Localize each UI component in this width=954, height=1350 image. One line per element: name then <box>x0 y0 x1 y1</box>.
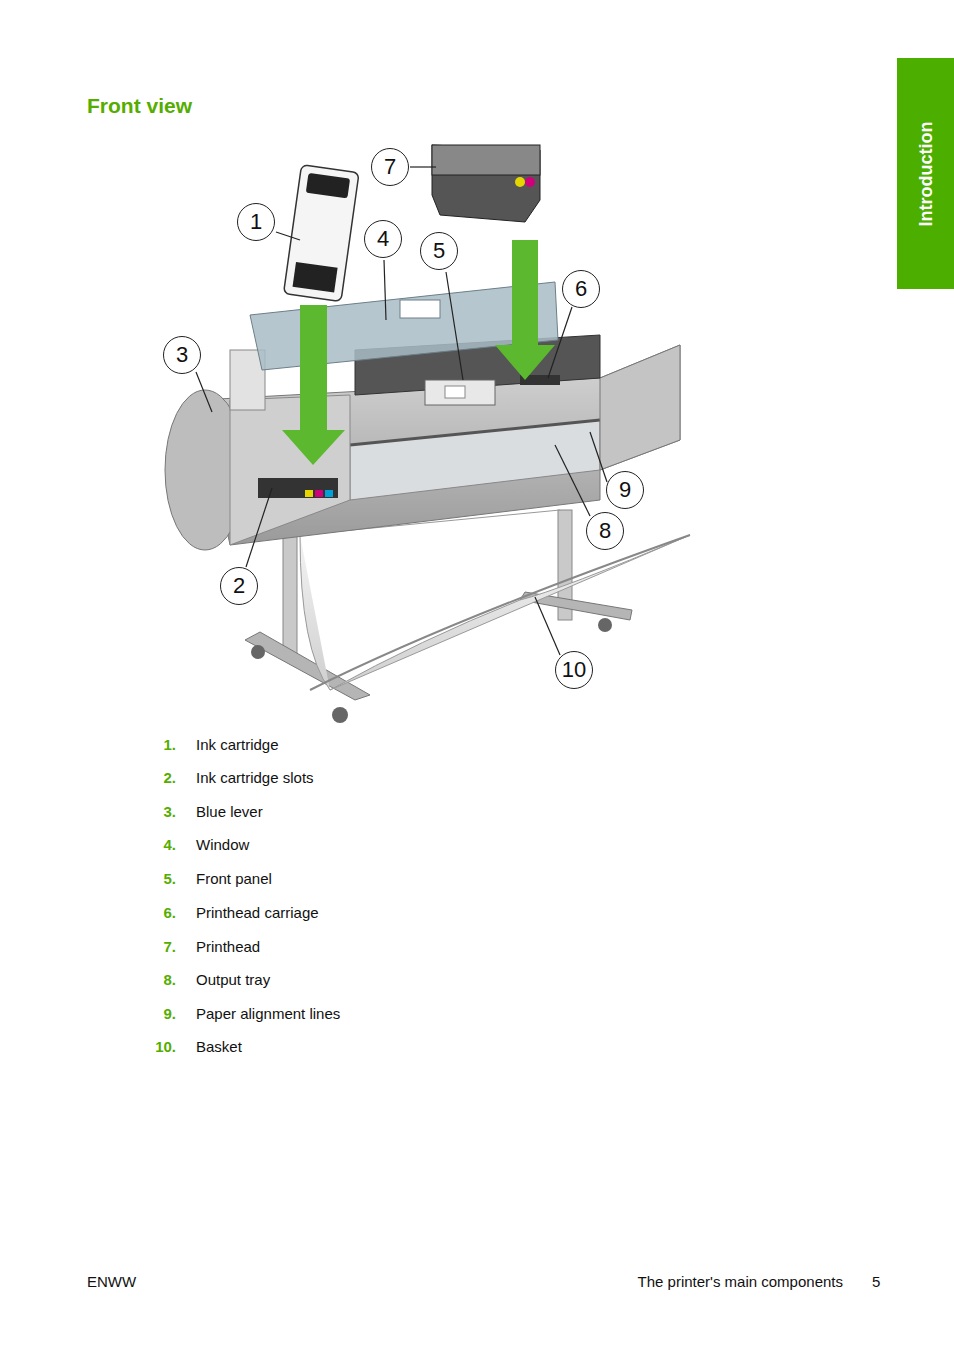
section-tab: Introduction <box>897 58 954 289</box>
part-name: Paper alignment lines <box>196 1005 340 1022</box>
callout-number: 8 <box>586 512 624 550</box>
page-title: Front view <box>87 94 192 118</box>
list-number: 2. <box>120 769 176 786</box>
callout-text: 8 <box>599 518 611 544</box>
part-name: Printhead <box>196 938 260 955</box>
footer-chapter: The printer's main components <box>638 1273 843 1290</box>
list-number: 6. <box>120 904 176 921</box>
callout-text: 2 <box>233 573 245 599</box>
tab-text: Introduction <box>915 121 936 226</box>
insert-arrow <box>282 305 345 465</box>
list-number: 9. <box>120 1005 176 1022</box>
callout-text: 10 <box>562 657 586 683</box>
callout-text: 9 <box>619 477 631 503</box>
part-name: Output tray <box>196 971 270 988</box>
callout-text: 6 <box>575 276 587 302</box>
footer-code: ENWW <box>87 1273 136 1290</box>
part-name: Printhead carriage <box>196 904 319 921</box>
part-name: Ink cartridge slots <box>196 769 314 786</box>
callout-number: 6 <box>562 270 600 308</box>
part-name: Blue lever <box>196 803 263 820</box>
callout-number: 9 <box>606 471 644 509</box>
part-name: Basket <box>196 1038 242 1055</box>
printhead <box>432 145 540 222</box>
callout-number: 7 <box>371 148 409 186</box>
callout-text: 7 <box>384 154 396 180</box>
stand <box>245 510 632 723</box>
callout-text: 4 <box>377 226 389 252</box>
list-number: 1. <box>120 736 176 753</box>
ink-cartridge <box>284 165 360 302</box>
list-number: 3. <box>120 803 176 820</box>
callout-number: 4 <box>364 220 402 258</box>
list-number: 8. <box>120 971 176 988</box>
callout-number: 3 <box>163 336 201 374</box>
callout-text: 5 <box>433 238 445 264</box>
list-number: 10. <box>120 1038 176 1055</box>
basket <box>300 535 690 690</box>
callout-number: 5 <box>420 232 458 270</box>
callout-number: 2 <box>220 567 258 605</box>
callout-text: 1 <box>250 209 262 235</box>
list-number: 5. <box>120 870 176 887</box>
part-name: Ink cartridge <box>196 736 279 753</box>
printer-body <box>165 335 680 550</box>
insert-arrow <box>495 240 555 380</box>
list-number: 4. <box>120 836 176 853</box>
callout-text: 3 <box>176 342 188 368</box>
callout-number: 1 <box>237 203 275 241</box>
callout-number: 10 <box>555 651 593 689</box>
leader-lines <box>196 167 607 655</box>
part-name: Window <box>196 836 249 853</box>
part-name: Front panel <box>196 870 272 887</box>
page-number: 5 <box>872 1273 880 1290</box>
list-number: 7. <box>120 938 176 955</box>
